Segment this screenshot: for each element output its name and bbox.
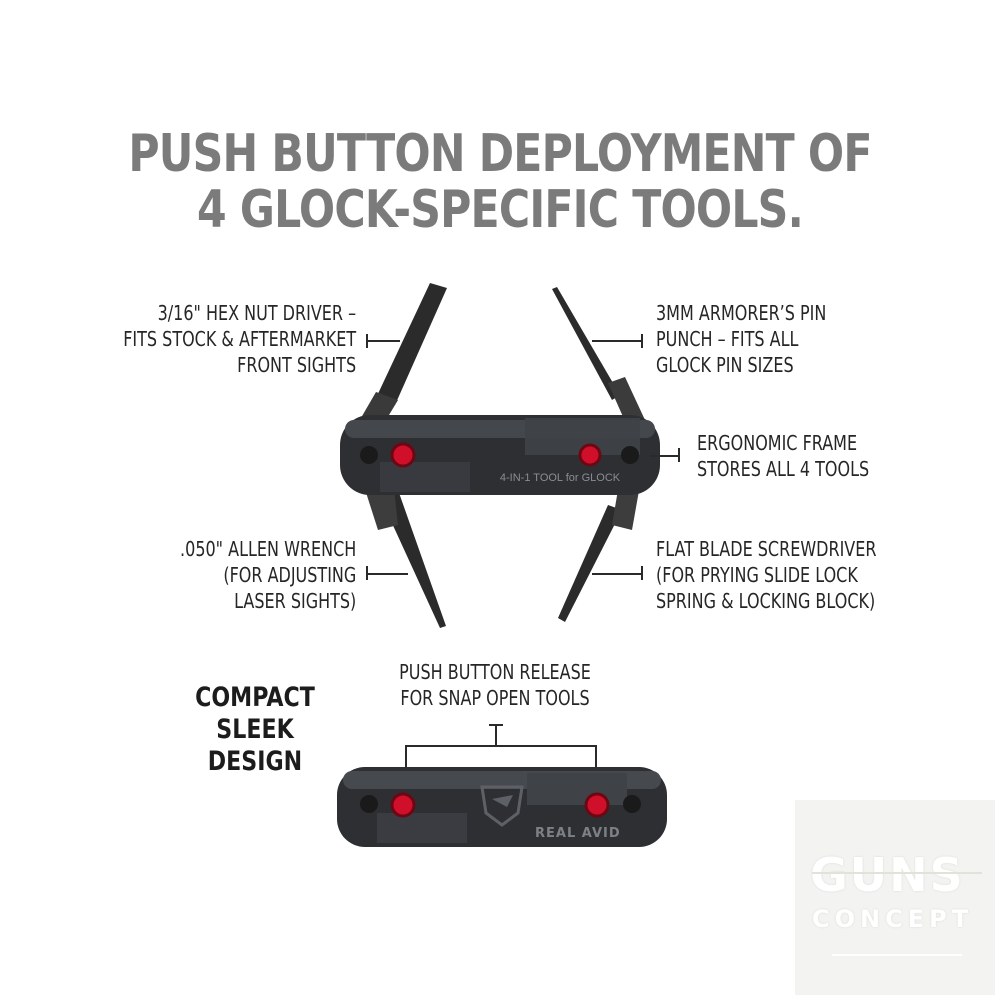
watermark-line-2: CONCEPT (812, 905, 974, 933)
label-screwdriver: FLAT BLADE SCREWDRIVER(FOR PRYING SLIDE … (656, 537, 877, 613)
closed-tool-illustration (337, 767, 667, 847)
release-stem (495, 724, 497, 746)
headline-line-2: 4 GLOCK-SPECIFIC TOOLS. (197, 180, 804, 240)
callout-tick-allen (366, 566, 368, 580)
shield-logo-icon (480, 785, 524, 827)
ergonomic-frame (340, 415, 660, 495)
callout-tick-frame (678, 448, 680, 462)
tool-engraving: 4-IN-1 TOOL for GLOCK (499, 472, 621, 484)
callout-line-allen (366, 573, 408, 575)
release-bracket-top (405, 745, 597, 747)
callout-tick-hex (366, 334, 368, 348)
hex-driver-icon (358, 283, 447, 430)
callout-line-pin (592, 340, 642, 342)
callout-tick-pin (641, 334, 643, 348)
pin-punch-icon (552, 287, 645, 428)
callout-line-screwdriver (592, 573, 642, 575)
callout-tick-screwdriver (641, 566, 643, 580)
watermark-strike (812, 872, 982, 874)
brand-engraving: REAL AVID (535, 826, 621, 841)
watermark-underline (832, 954, 962, 956)
watermark-line-1: GUNS (810, 848, 965, 902)
callout-line-hex (366, 340, 400, 342)
watermark-box (795, 800, 995, 995)
headline-line-1: PUSH BUTTON DEPLOYMENT OF (128, 124, 872, 184)
screwdriver-icon (558, 478, 640, 622)
callout-line-frame (650, 455, 678, 457)
label-hex-driver: 3/16" HEX NUT DRIVER –FITS STOCK & AFTER… (123, 301, 356, 377)
release-stem-tick (489, 724, 503, 726)
